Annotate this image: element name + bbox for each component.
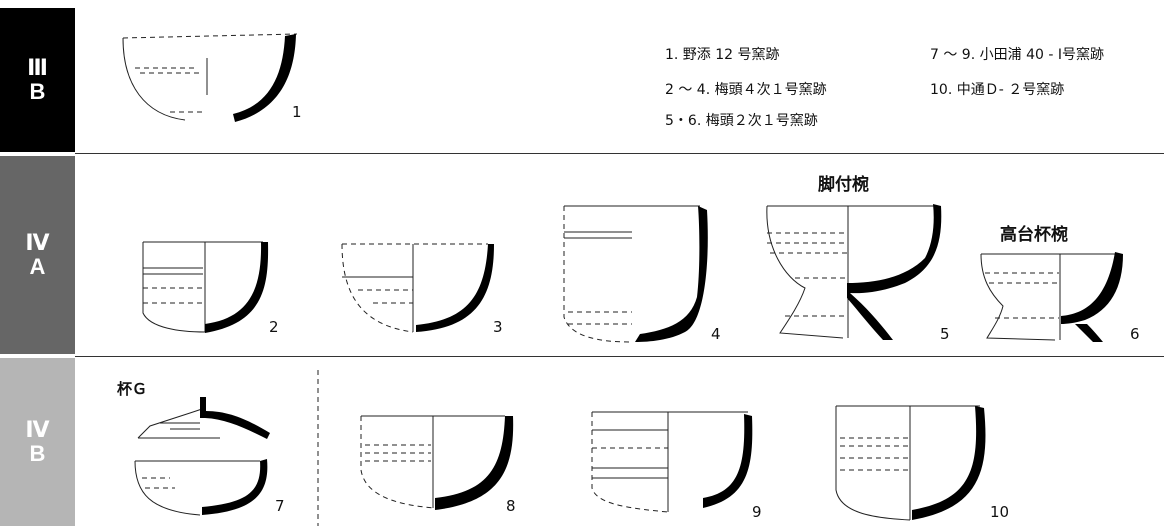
label-koudai: 高台杯椀 [1000,225,1068,245]
period-band-4b: Ⅳ B [0,358,75,526]
figure-number: 4 [711,325,721,343]
period-band-3b: Ⅲ B [0,8,75,152]
period-numeral: Ⅳ [25,417,50,442]
figure-number: 8 [506,497,516,515]
figure-number: 2 [269,318,279,336]
figure-number: 3 [493,318,503,336]
section-divider [317,370,319,526]
legend-item-3: 5・6. 梅頭２次１号窯跡 [665,113,818,129]
vessel-drawing-5 [766,204,942,340]
vessel-drawing-6 [980,252,1123,342]
figure-number: 6 [1130,325,1140,343]
period-numeral: Ⅲ [27,55,48,80]
figure-number: 5 [940,325,950,343]
vessel-drawing-7 [134,397,270,516]
vessel-drawing-10 [835,405,986,521]
row-divider [75,356,1164,357]
period-letter: B [29,79,46,104]
legend-item-2: 2 ～ 4. 梅頭４次１号窯跡 [665,82,827,98]
vessel-drawing-3 [341,243,494,333]
figure-number: 10 [990,503,1010,521]
period-band-4a: Ⅳ A [0,156,75,354]
period-letter: B [29,441,46,466]
legend-item-4: 7 ～ 9. 小田浦 40 - Ⅰ号窯跡 [930,47,1104,63]
period-numeral: Ⅳ [25,230,50,255]
vessel-drawing-8 [360,415,514,510]
vessel-drawing-9 [591,411,753,513]
label-kyakutsuki: 脚付椀 [818,175,869,195]
vessel-drawing-1 [122,33,298,122]
label-tsuki-g: 杯Ｇ [117,380,148,398]
figure-number: 1 [292,103,302,121]
legend-item-1: 1. 野添 12 号窯跡 [665,47,780,63]
figure-number: 7 [275,497,285,515]
vessel-drawing-2 [142,241,269,333]
period-letter: A [29,254,46,279]
legend-item-5: 10. 中通Ｄ- ２号窯跡 [930,82,1065,98]
figure-number: 9 [752,503,762,521]
row-divider [75,153,1164,154]
vessel-drawing-4 [563,205,708,343]
